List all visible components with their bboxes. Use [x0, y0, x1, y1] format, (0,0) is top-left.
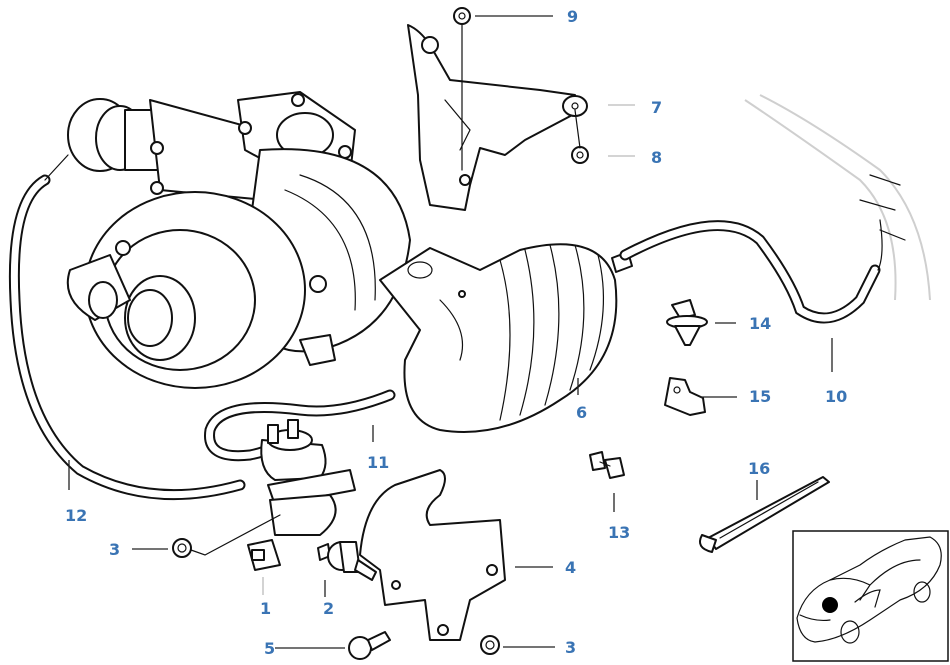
callout-7: 7	[651, 98, 662, 117]
hose-clip-13	[589, 451, 625, 479]
callout-13: 13	[608, 523, 630, 542]
bracket-upper	[407, 24, 579, 211]
hex-bolt-5	[348, 631, 391, 660]
hex-nut-3-right	[480, 635, 500, 655]
bracket-lower	[359, 469, 506, 641]
callout-5: 5	[264, 639, 275, 658]
callout-16: 16	[748, 459, 770, 478]
callout-9: 9	[567, 7, 578, 26]
solenoid-valve	[247, 419, 356, 571]
callout-10: 10	[825, 387, 847, 406]
expanding-rivet-14	[666, 299, 708, 346]
vehicle-location-inset	[792, 530, 949, 662]
washer-7	[562, 95, 588, 117]
callout-4: 4	[565, 558, 576, 577]
rubber-mount	[317, 541, 377, 581]
callout-3-right: 3	[565, 638, 576, 657]
vacuum-hose-11	[204, 389, 396, 462]
callout-12: 12	[65, 506, 87, 525]
callout-15: 15	[749, 387, 771, 406]
callout-6: 6	[576, 403, 587, 422]
callout-1: 1	[260, 599, 271, 618]
vacuum-hose-12	[8, 154, 246, 501]
callout-2: 2	[323, 599, 334, 618]
callout-11: 11	[367, 453, 389, 472]
hose-holder-15	[664, 377, 706, 416]
hex-nut-8	[571, 109, 589, 164]
location-marker	[822, 597, 838, 613]
vacuum-hose-10	[619, 94, 931, 324]
callout-labels: 9 7 8 14 15 10 6 11 16 12 13 3 4 1 2 5 3	[65, 7, 847, 658]
callout-8: 8	[651, 148, 662, 167]
leader-lines	[68, 15, 833, 649]
callout-14: 14	[749, 314, 771, 333]
hex-nut-9	[453, 7, 471, 171]
turbocharger	[66, 91, 411, 389]
callout-3-left: 3	[109, 540, 120, 559]
hex-nut-3-left	[172, 514, 281, 558]
vacuum-reservoir	[379, 243, 633, 433]
cable-tie-16	[699, 476, 830, 553]
